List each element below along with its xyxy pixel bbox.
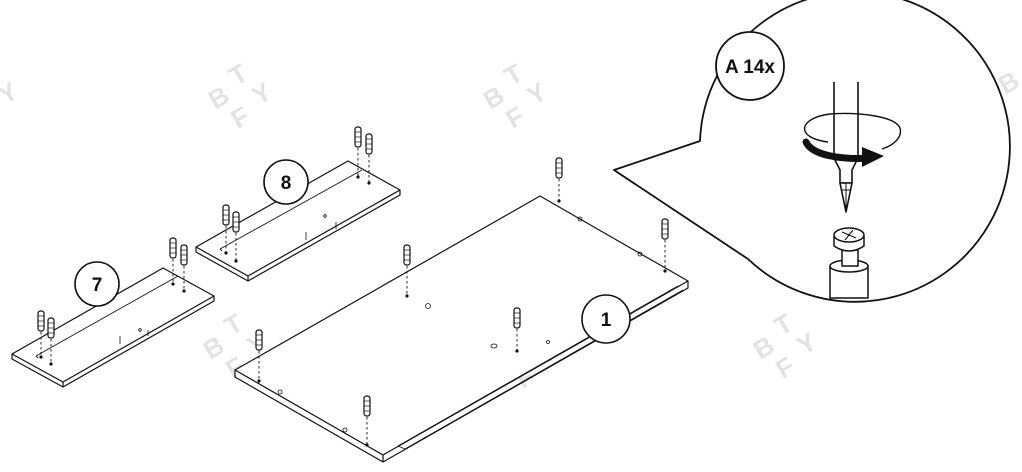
part-number-label: 8 [281,173,292,194]
watermark-letter: Y [0,76,23,111]
hardware-callout-a: A 14x [715,31,785,101]
wooden-dowel-icon [232,211,240,263]
hardware-quantity-label: A 14x [725,57,775,78]
callout-part-1: 1 [581,294,631,344]
callout-part-7: 7 [74,261,120,307]
wooden-dowel-icon [661,218,669,273]
cam-screw-icon [829,227,869,299]
wooden-dowel-icon [255,329,263,383]
watermark-letter: Y [792,326,822,361]
part-number-label: 1 [601,310,612,331]
clockwise-rotation-arrow-icon [802,112,902,167]
wooden-dowel-icon [365,133,373,185]
watermark-letter: F [501,101,530,135]
wooden-dowel-icon [403,244,411,298]
wooden-dowel-icon [180,244,188,293]
wooden-dowel-icon [513,307,521,353]
wooden-dowel-icon [222,204,230,255]
watermark-letter: Y [522,76,552,111]
wooden-dowel-icon [555,157,563,203]
wooden-dowel-icon [47,317,55,366]
phillips-screwdriver-icon [833,82,859,213]
watermark-letter: Y [247,76,277,111]
watermark-letter: F [771,351,800,385]
panel-1 [234,195,689,463]
wooden-dowel-icon [363,395,371,447]
wooden-dowel-icon [354,126,362,179]
wooden-dowel-icon [37,310,45,359]
callout-part-8: 8 [263,159,309,205]
dowel-group [37,126,669,447]
wooden-dowel-icon [169,237,177,286]
watermark-letter: F [226,101,255,135]
part-number-label: 7 [92,275,103,296]
panel-8 [195,160,401,282]
